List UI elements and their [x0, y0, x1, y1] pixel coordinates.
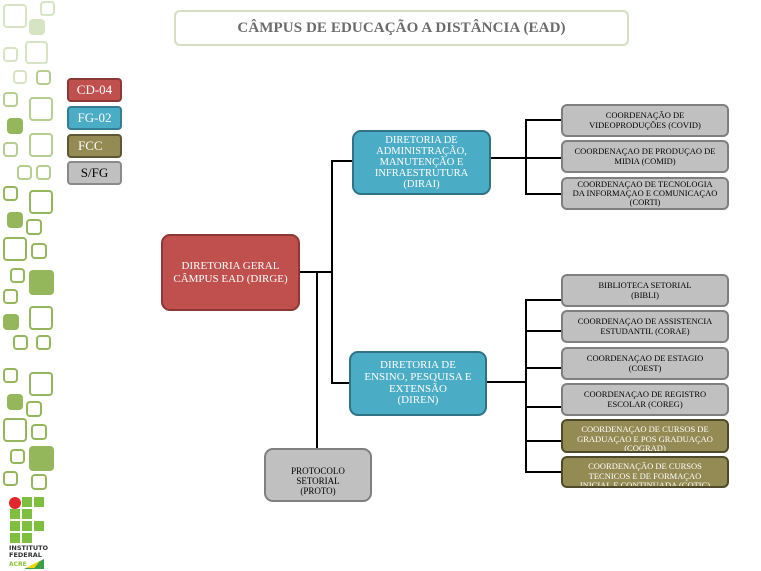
node-diren-label: DIRETORIA DE ENSINO, PESQUISA E EXTENSÃO…: [364, 359, 472, 407]
logo-line-1: INSTITUTO: [9, 544, 49, 552]
node-dirai-label: DIRETORIA DE ADMINISTRAÇÃO, MANUTENÇÃO E…: [374, 134, 469, 191]
node-dirai[interactable]: DIRETORIA DE ADMINISTRAÇÃO, MANUTENÇÃO E…: [352, 130, 491, 195]
node-comid[interactable]: COORDENAÇAO DE PRODUÇAO DE MIDIA (COMID): [561, 140, 729, 173]
logo-acre: ACRE: [9, 561, 27, 568]
node-dirge[interactable]: DIRETORIA GERAL CÂMPUS EAD (DIRGE): [161, 234, 300, 311]
node-coest[interactable]: COORDENAÇAO DE ESTAGIO (COEST): [561, 347, 729, 380]
logo-line-2: FEDERAL: [9, 551, 42, 559]
page-title-box: CÂMPUS DE EDUCAÇÃO A DISTÂNCIA (EAD): [174, 10, 629, 46]
node-proto[interactable]: PROTOCOLO SETORIAL (PROTO): [264, 448, 372, 502]
node-comid-label: COORDENAÇAO DE PRODUÇAO DE MIDIA (COMID): [574, 145, 716, 166]
node-bibli[interactable]: BIBLIOTECA SETORIAL (BIBLI): [561, 274, 729, 307]
page-title: CÂMPUS DE EDUCAÇÃO A DISTÂNCIA (EAD): [237, 19, 566, 36]
node-cograd-label: COORDENAÇAO DE CURSOS DE GRADUAÇAO E POS…: [577, 424, 713, 453]
legend-item-fcc: FCC: [67, 134, 122, 158]
logo-text: INSTITUTO FEDERAL: [9, 545, 48, 559]
node-covid-label: COORDENAÇÃO DE VIDEOPRODUÇÕES (COVID): [589, 109, 701, 130]
node-coreg-label: COORDENAÇAO DE REGISTRO ESCOLAR (COREG): [583, 388, 707, 409]
node-coest-label: COORDENAÇAO DE ESTAGIO (COEST): [586, 352, 704, 373]
node-corti-label: COORDENAÇAO DE TECNOLOGIA DA INFORMAÇAO …: [572, 179, 718, 207]
node-diren[interactable]: DIRETORIA DE ENSINO, PESQUISA E EXTENSÃO…: [349, 351, 487, 416]
node-cotic[interactable]: COORDENAÇÃO DE CURSOS TECNICOS E DE FORM…: [561, 456, 729, 488]
node-proto-label: PROTOCOLO SETORIAL (PROTO): [291, 465, 345, 496]
node-bibli-label: BIBLIOTECA SETORIAL (BIBLI): [598, 279, 692, 300]
legend-item-cd-04: CD-04: [67, 78, 122, 102]
node-coreg[interactable]: COORDENAÇAO DE REGISTRO ESCOLAR (COREG): [561, 383, 729, 416]
node-corti[interactable]: COORDENAÇAO DE TECNOLOGIA DA INFORMAÇAO …: [561, 177, 729, 210]
node-cograd[interactable]: COORDENAÇAO DE CURSOS DE GRADUAÇAO E POS…: [561, 419, 729, 453]
node-corae[interactable]: COORDENAÇAO DE ASSISTENCIA ESTUDANTIL (C…: [561, 310, 729, 343]
acre-flag-stripe-icon: [26, 560, 40, 568]
logo-red-dot-icon: [9, 497, 21, 509]
node-dirge-label: DIRETORIA GERAL CÂMPUS EAD (DIRGE): [173, 260, 288, 285]
node-cotic-label: COORDENAÇÃO DE CURSOS TECNICOS E DE FORM…: [579, 461, 711, 488]
node-corae-label: COORDENAÇAO DE ASSISTENCIA ESTUDANTIL (C…: [577, 315, 713, 336]
legend-item-sfg: S/FG: [67, 161, 122, 185]
legend-item-fg-02: FG-02: [67, 106, 122, 130]
node-covid[interactable]: COORDENAÇÃO DE VIDEOPRODUÇÕES (COVID): [561, 104, 729, 137]
